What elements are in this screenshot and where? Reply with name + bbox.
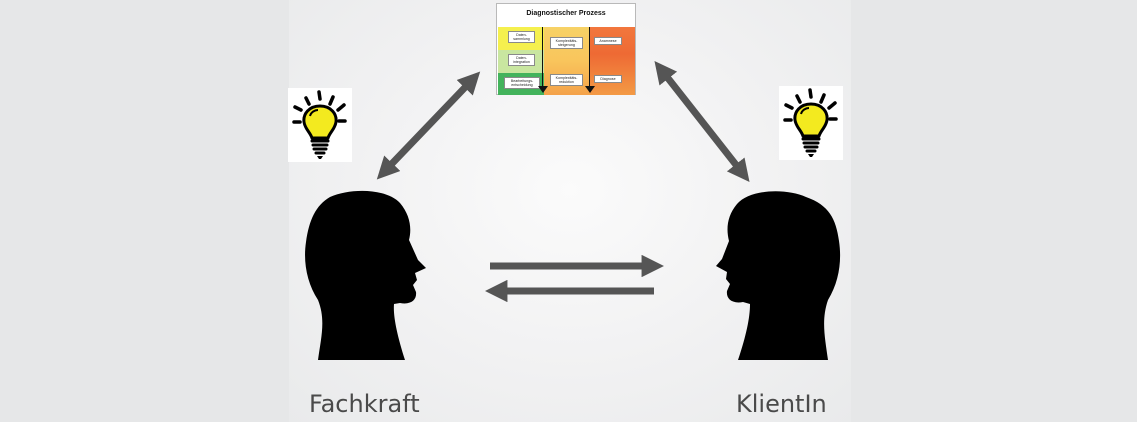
diagram-column-data: Daten- sammlung Daten- integration Bearb… bbox=[498, 27, 544, 95]
diagram-column-diagnosis: Anamnese Diagnose bbox=[590, 27, 635, 95]
diagram-step: Anamnese bbox=[594, 37, 622, 46]
diagram-step: Komplexitäts- reduktion bbox=[550, 74, 583, 87]
double-arrow-left bbox=[376, 71, 481, 180]
diagram-step: Bearbeitungs- entscheidung bbox=[504, 77, 540, 90]
diagram-step: Daten- integration bbox=[508, 54, 535, 67]
label-client: KlientIn bbox=[736, 390, 827, 418]
diagram-step: Diagnose bbox=[594, 75, 622, 84]
diagram-step: Daten- sammlung bbox=[508, 31, 535, 44]
lightbulb-icon bbox=[779, 86, 843, 160]
diagram-arrow-line bbox=[589, 27, 591, 89]
diagram-column-complexity: Komplexitäts- steigerung Komplexitäts- r… bbox=[544, 27, 590, 95]
double-arrow-right bbox=[654, 60, 750, 183]
label-professional: Fachkraft bbox=[309, 390, 420, 418]
diagram-arrow-line bbox=[542, 27, 544, 89]
diagram-title: Diagnostischer Prozess bbox=[526, 10, 606, 17]
diagram-arrowhead bbox=[538, 86, 548, 93]
diagram-step: Komplexitäts- steigerung bbox=[550, 37, 583, 50]
head-silhouette-icon bbox=[305, 190, 426, 360]
head-silhouette-icon bbox=[716, 191, 841, 360]
lightbulb-icon bbox=[288, 88, 352, 162]
diagram-arrowhead bbox=[585, 86, 595, 93]
diagnostic-process-diagram: Diagnostischer Prozess Daten- sammlung D… bbox=[496, 3, 636, 95]
